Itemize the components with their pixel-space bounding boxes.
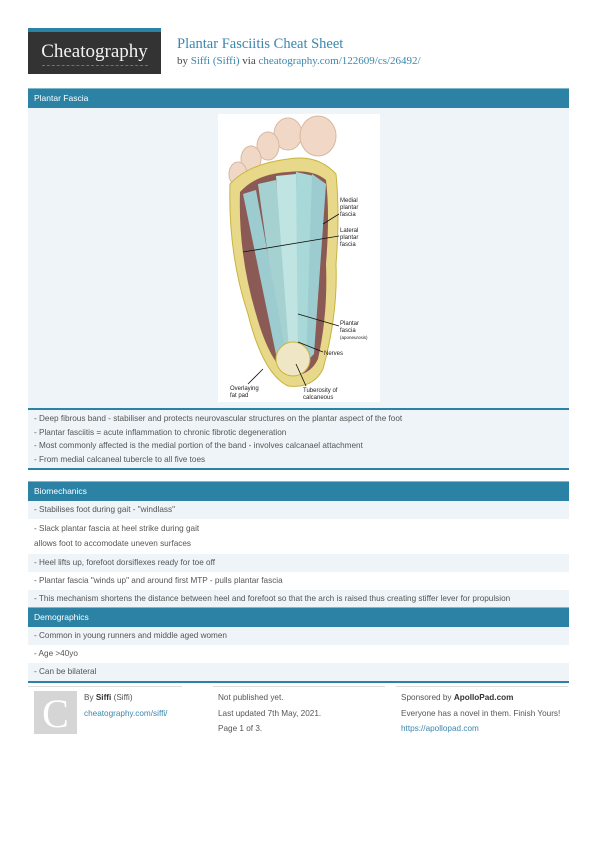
svg-text:plantar: plantar: [340, 205, 358, 211]
section-title: Demographics: [28, 607, 569, 627]
section-title: Biomechanics: [28, 481, 569, 501]
svg-text:fat pad: fat pad: [230, 393, 248, 399]
author-name[interactable]: Siffi: [95, 693, 112, 702]
list-item: - Stabilises foot during gait - "windlas…: [28, 501, 569, 519]
section-demographics: Demographics - Common in young runners a…: [28, 607, 569, 683]
svg-text:Lateral: Lateral: [340, 228, 358, 234]
author-handle: (Siffi): [111, 693, 133, 702]
list-item: - Age >40yo: [28, 645, 569, 663]
list-item: - Plantar fascia "winds up" and around f…: [28, 571, 569, 590]
via-text: via: [239, 55, 259, 67]
footer-author-info: By Siffi (Siffi) cheatography.com/siffi/: [84, 690, 167, 721]
svg-text:(aponeurosis): (aponeurosis): [340, 335, 368, 340]
published-status: Not published yet.: [218, 693, 284, 702]
author-link[interactable]: Siffi (Siffi): [190, 55, 240, 67]
author-profile-link[interactable]: cheatography.com/siffi/: [84, 708, 168, 718]
list-item: - Deep fibrous band - stabiliser and pro…: [28, 410, 569, 426]
list-item: - Can be bilateral: [28, 663, 569, 681]
divider: [28, 408, 569, 410]
author-line: By Siffi (Siffi): [84, 690, 167, 706]
footer-author-column: [28, 686, 182, 747]
logo-underline: [42, 65, 148, 66]
section-plantar-fascia: Plantar Fascia: [28, 88, 569, 470]
sponsor-text: Everyone has a novel in them. Finish You…: [401, 708, 561, 718]
svg-text:Tuberosity of: Tuberosity of: [303, 388, 338, 394]
sponsor-line: Sponsored by ApolloPad.com: [396, 690, 568, 706]
svg-text:fascia: fascia: [340, 328, 356, 334]
list-item: - Heel lifts up, forefoot dorsiflexes re…: [28, 553, 569, 572]
svg-text:Nerves: Nerves: [324, 351, 343, 357]
svg-text:calcaneous: calcaneous: [303, 395, 333, 401]
section-biomechanics: Biomechanics - Stabilises foot during ga…: [28, 481, 569, 610]
footer-meta-column: Not published yet. Last updated 7th May,…: [213, 686, 385, 737]
byline: by Siffi (Siffi) via cheatography.com/12…: [177, 55, 421, 67]
by-prefix: by: [177, 55, 191, 67]
list-item: - Common in young runners and middle age…: [28, 627, 569, 645]
list-item-continuation: allows foot to accomodate uneven surface…: [28, 535, 569, 554]
sponsor-name[interactable]: ApolloPad.com: [453, 693, 514, 702]
sponsor-prefix: Sponsored by: [401, 693, 454, 702]
footer-sponsor-column: Sponsored by ApolloPad.com Everyone has …: [396, 686, 568, 737]
section-title: Plantar Fascia: [28, 88, 569, 108]
svg-text:fascia: fascia: [340, 242, 356, 248]
sheet-url-link[interactable]: cheatography.com/122609/cs/26492/: [258, 55, 421, 67]
svg-text:Overlaying: Overlaying: [230, 386, 259, 392]
by-label: By: [84, 693, 96, 702]
last-updated: Last updated 7th May, 2021.: [218, 708, 322, 718]
page-title: Plantar Fasciitis Cheat Sheet: [177, 36, 344, 52]
page-number: Page 1 of 3.: [218, 724, 263, 733]
list-item: - From medial calcaneal tubercle to all …: [28, 452, 569, 468]
list-item: - This mechanism shortens the distance b…: [28, 589, 569, 608]
svg-text:fascia: fascia: [340, 212, 356, 218]
cheatography-logo[interactable]: Cheatography: [28, 28, 161, 74]
list-item: - Most commonly affected is the medial p…: [28, 439, 569, 453]
list-item: - Slack plantar fascia at heel strike du…: [28, 519, 569, 536]
svg-text:plantar: plantar: [340, 235, 358, 241]
sponsor-link[interactable]: https://apollopad.com: [401, 724, 479, 733]
logo-text: Cheatography: [41, 41, 148, 62]
list-item: - Plantar fasciitis = acute inflammation…: [28, 425, 569, 439]
author-avatar[interactable]: C: [34, 691, 77, 736]
svg-text:Medial: Medial: [340, 198, 358, 204]
svg-text:Plantar: Plantar: [340, 321, 359, 327]
